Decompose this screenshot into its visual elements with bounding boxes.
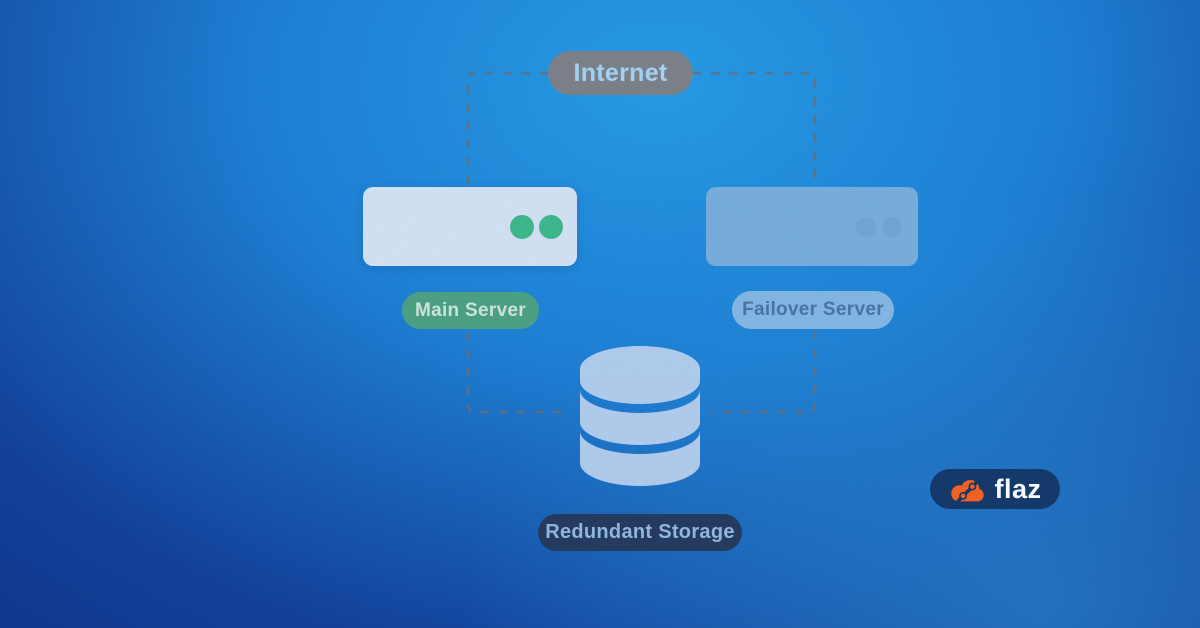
main-server-box <box>363 187 577 266</box>
flaz-logo: flaz <box>930 469 1060 509</box>
main-server-status-dots <box>510 214 563 239</box>
connector-internet-main <box>466 71 548 187</box>
internet-node: Internet <box>548 51 693 95</box>
status-dot-icon <box>856 216 876 237</box>
failover-server-label: Failover Server <box>732 291 894 329</box>
connector-main-storage <box>466 332 571 414</box>
main-server-label: Main Server <box>402 292 539 329</box>
database-icon <box>580 346 700 486</box>
status-dot-icon <box>539 214 563 239</box>
failover-server-status-dots <box>856 216 902 237</box>
redundant-storage-label: Redundant Storage <box>538 514 742 551</box>
cloud-icon <box>951 477 985 504</box>
connector-internet-failover <box>693 71 817 187</box>
redundant-storage-label-text: Redundant Storage <box>545 521 735 543</box>
connector-failover-storage <box>709 331 817 414</box>
main-server-label-text: Main Server <box>414 299 527 321</box>
failover-server-box <box>706 187 918 266</box>
failover-server-label-text: Failover Server <box>742 299 884 320</box>
internet-label: Internet <box>573 58 668 87</box>
status-dot-icon <box>882 216 902 237</box>
status-dot-icon <box>510 214 534 239</box>
brand-name: flaz <box>994 473 1042 504</box>
